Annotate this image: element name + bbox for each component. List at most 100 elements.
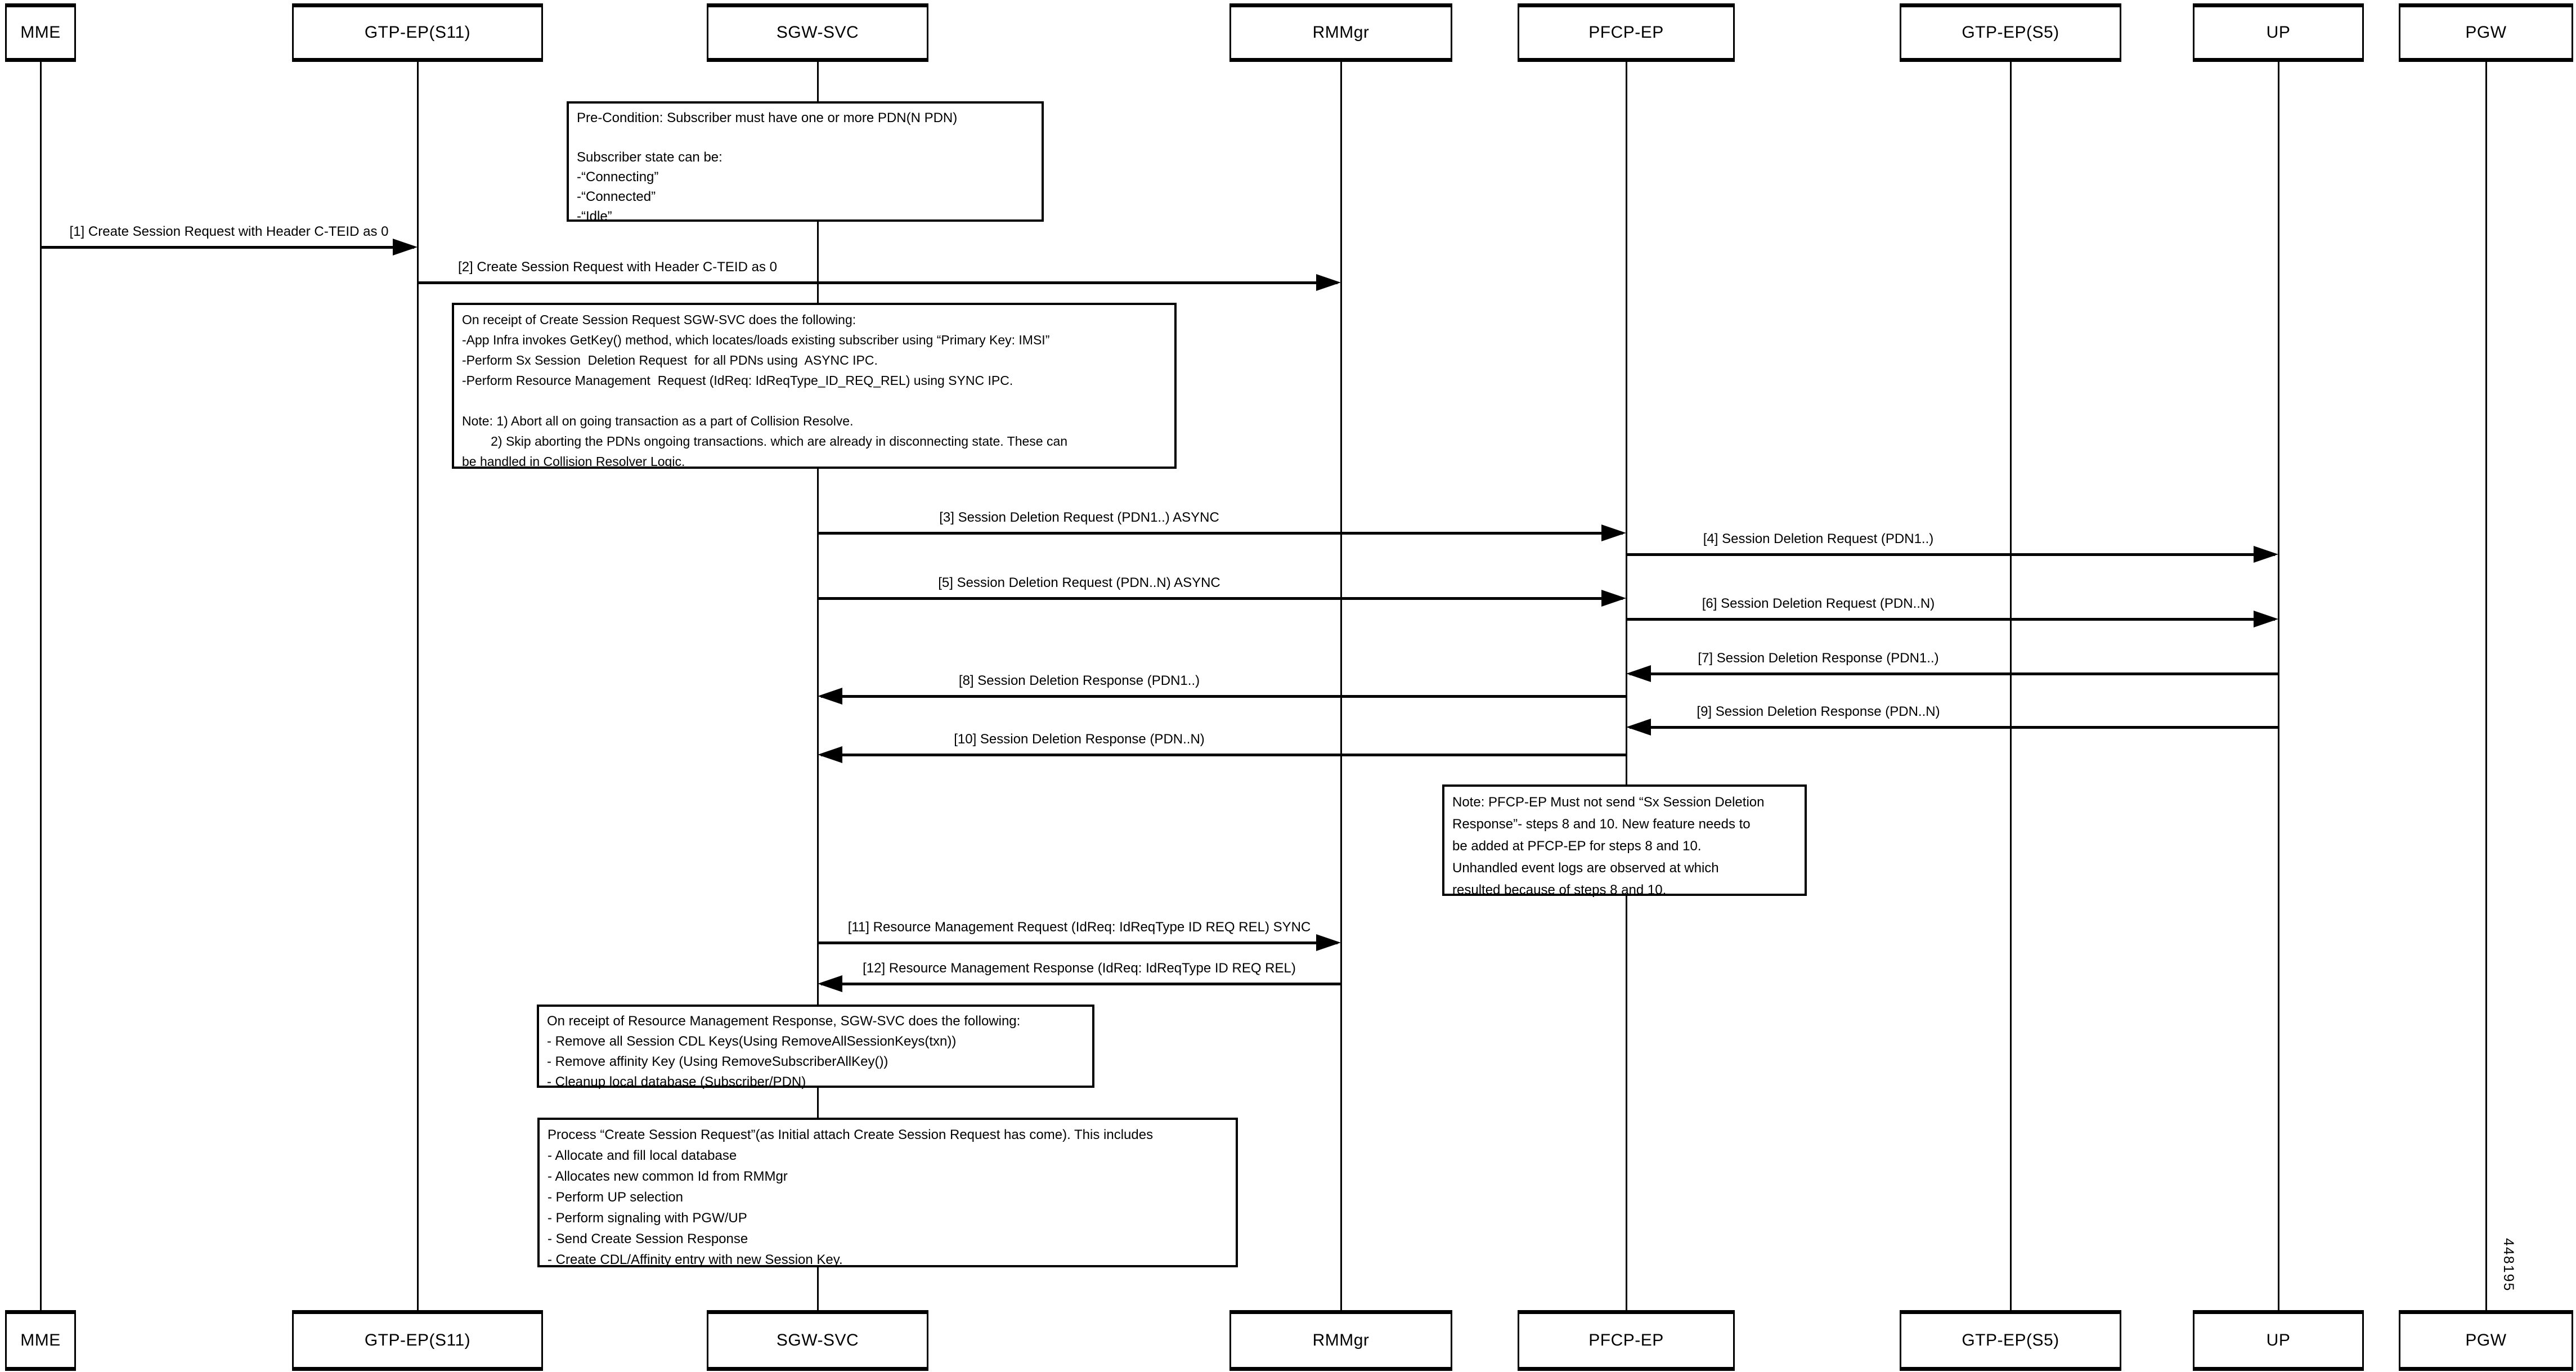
lifeline-gtp-ep-s11: [416, 62, 419, 1310]
message-line: [821, 983, 1341, 985]
entity-label: MME: [20, 23, 61, 42]
lifeline-gtp-ep-s5: [2009, 62, 2012, 1310]
message-line: [1626, 553, 2275, 556]
arrowhead-icon: [2254, 546, 2278, 563]
resource-mgmt-response-note: On receipt of Resource Management Respon…: [537, 1005, 1094, 1089]
note-line: -Perform Resource Management Request (Id…: [462, 373, 1013, 388]
entity-label: SGW-SVC: [776, 23, 859, 42]
note-line: Note: 1) Abort all on going transaction …: [462, 414, 854, 428]
arrowhead-icon: [2254, 611, 2278, 627]
entity-label: MME: [20, 1331, 61, 1349]
message-label: [10] Session Deletion Response (PDN..N): [954, 732, 1205, 747]
entity-top-gtp-ep-s5: GTP-EP(S5): [1900, 3, 2121, 62]
entity-top-sgw-svc: SGW-SVC: [707, 3, 928, 62]
note-line: -App Infra invokes GetKey() method, whic…: [462, 333, 1050, 347]
message-label: [12] Resource Management Response (IdReq…: [863, 961, 1296, 976]
entity-bottom-sgw-svc: SGW-SVC: [707, 1310, 928, 1371]
entity-bottom-rmmgr: RMMgr: [1229, 1310, 1452, 1371]
note-line: Process “Create Session Request”(as Init…: [547, 1127, 1154, 1142]
note-line: On receipt of Create Session Request SGW…: [462, 312, 856, 327]
arrowhead-icon: [1626, 719, 1651, 736]
lifeline-mme: [39, 62, 42, 1310]
message-line: [821, 754, 1626, 756]
note-line: [577, 128, 1034, 147]
entity-bottom-mme: MME: [5, 1310, 76, 1371]
note-line: resulted because of steps 8 and 10.: [1452, 882, 1667, 898]
note-line: - Send Create Session Response: [547, 1231, 748, 1247]
entity-bottom-pgw: PGW: [2399, 1310, 2573, 1371]
arrowhead-icon: [1626, 665, 1651, 682]
entity-bottom-gtp-ep-s5: GTP-EP(S5): [1900, 1310, 2121, 1371]
entity-bottom-up: UP: [2193, 1310, 2364, 1371]
message-line: [818, 532, 1623, 535]
note-line: be added at PFCP-EP for steps 8 and 10.: [1452, 839, 1702, 854]
lifeline-rmmgr: [1340, 62, 1342, 1310]
note-line: - Remove affinity Key (Using RemoveSubsc…: [547, 1054, 888, 1069]
message-line: [821, 695, 1626, 698]
arrowhead-icon: [1601, 524, 1626, 541]
entity-top-pfcp-ep: PFCP-EP: [1518, 3, 1735, 62]
arrowhead-icon: [818, 746, 842, 763]
lifeline-up: [2277, 62, 2279, 1310]
entity-top-pgw: PGW: [2399, 3, 2573, 62]
entity-label: GTP-EP(S11): [364, 23, 471, 42]
entity-top-gtp-ep-s11: GTP-EP(S11): [292, 3, 543, 62]
note-line: -Perform Sx Session Deletion Request for…: [462, 353, 878, 367]
message-label: [9] Session Deletion Response (PDN..N): [1697, 704, 1940, 719]
message-label: [3] Session Deletion Request (PDN1..) AS…: [939, 510, 1219, 525]
message-line: [1626, 618, 2275, 621]
message-label: [5] Session Deletion Request (PDN..N) AS…: [938, 575, 1220, 590]
create-session-handling-note: On receipt of Create Session Request SGW…: [452, 303, 1177, 469]
lifeline-pfcp-ep: [1625, 62, 1627, 1310]
note-line: - Allocates new common Id from RMMgr: [547, 1169, 788, 1184]
arrowhead-icon: [818, 688, 842, 705]
entity-top-rmmgr: RMMgr: [1229, 3, 1452, 62]
entity-label: PFCP-EP: [1588, 1331, 1664, 1349]
note-line: - Create CDL/Affinity entry with new Ses…: [547, 1252, 843, 1267]
entity-label: PFCP-EP: [1588, 23, 1664, 42]
entity-label: UP: [2266, 23, 2291, 42]
note-line: Subscriber state can be:: [577, 150, 722, 165]
note-line: - Allocate and fill local database: [547, 1148, 737, 1163]
note-line: -“Connected”: [577, 189, 656, 204]
note-line: Response”- steps 8 and 10. New feature n…: [1452, 817, 1751, 832]
message-label: [11] Resource Management Request (IdReq:…: [847, 920, 1311, 935]
entity-bottom-gtp-ep-s11: GTP-EP(S11): [292, 1310, 543, 1371]
entity-label: RMMgr: [1312, 1331, 1370, 1349]
message-line: [1630, 672, 2278, 675]
process-create-session-note: Process “Create Session Request”(as Init…: [537, 1118, 1238, 1267]
entity-label: PGW: [2465, 1331, 2507, 1349]
lifeline-pgw: [2485, 62, 2487, 1310]
entity-label: RMMgr: [1312, 23, 1370, 42]
note-line: Note: PFCP-EP Must not send “Sx Session …: [1452, 795, 1765, 810]
note-line: - Perform signaling with PGW/UP: [547, 1210, 747, 1226]
note-line: Unhandled event logs are observed at whi…: [1452, 860, 1719, 876]
arrowhead-icon: [393, 239, 418, 255]
pfcp-ep-note: Note: PFCP-EP Must not send “Sx Session …: [1442, 784, 1807, 898]
arrowhead-icon: [818, 975, 842, 992]
note-line: be handled in Collision Resolver Logic.: [462, 454, 685, 469]
message-line: [818, 941, 1338, 944]
entity-label: UP: [2266, 1331, 2291, 1349]
message-label: [2] Create Session Request with Header C…: [458, 259, 777, 275]
note-line: - Remove all Session CDL Keys(Using Remo…: [547, 1034, 957, 1049]
message-label: [8] Session Deletion Response (PDN1..): [958, 673, 1200, 688]
entity-label: PGW: [2465, 23, 2507, 42]
entity-bottom-pfcp-ep: PFCP-EP: [1518, 1310, 1735, 1371]
entity-top-mme: MME: [5, 3, 76, 62]
lifeline-sgw-svc: [816, 62, 819, 1310]
pre-condition-note: Pre-Condition: Subscriber must have one …: [567, 101, 1044, 224]
arrowhead-icon: [1601, 590, 1626, 607]
message-label: [6] Session Deletion Request (PDN..N): [1702, 596, 1935, 611]
arrowhead-icon: [1316, 274, 1341, 291]
message-line: [418, 281, 1338, 284]
entity-label: GTP-EP(S5): [1962, 1331, 2059, 1349]
entity-label: GTP-EP(S11): [364, 1331, 471, 1349]
message-line: [818, 597, 1623, 600]
message-label: [7] Session Deletion Response (PDN1..): [1698, 651, 1939, 666]
note-line: -“Idle”: [577, 209, 612, 224]
message-line: [1630, 726, 2278, 729]
message-line: [41, 246, 414, 249]
figure-number: 448195: [2501, 1238, 2516, 1292]
